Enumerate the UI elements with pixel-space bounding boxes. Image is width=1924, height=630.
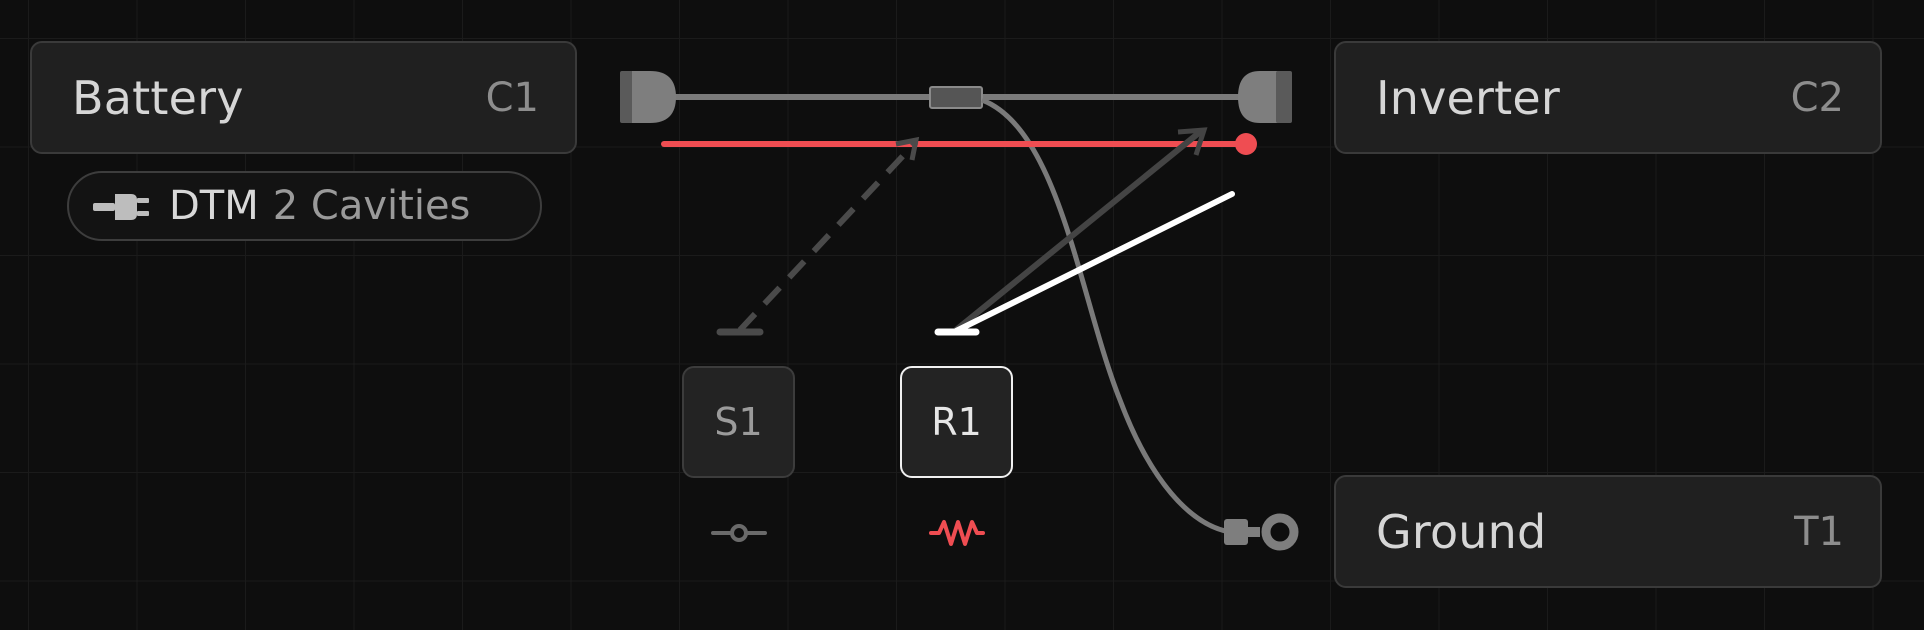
wire-red-endpoint[interactable]: [1235, 133, 1257, 155]
connector-plug-right-icon[interactable]: [1238, 71, 1292, 123]
component-label: R1: [931, 400, 982, 444]
wire-r1-selected[interactable]: [953, 191, 1235, 334]
wire-s1-dashed[interactable]: [737, 139, 919, 333]
component-r1-selected[interactable]: R1: [900, 366, 1013, 478]
node-tag: C2: [1790, 74, 1844, 121]
resistor-icon: [929, 520, 985, 546]
ring-terminal-icon[interactable]: [1224, 513, 1299, 551]
arrow-head-s1: [895, 136, 920, 161]
terminal-node-ground[interactable]: Ground T1: [1334, 475, 1882, 588]
wire-r1-inverter[interactable]: [954, 129, 1202, 333]
cavity-count: 2 Cavities: [272, 183, 471, 229]
node-tag: C1: [485, 74, 539, 121]
arrow-head-r1: [1177, 127, 1208, 156]
wire-splice-ground[interactable]: [981, 97, 1231, 535]
connector-type-label: DTM: [169, 183, 259, 229]
connector-node-battery[interactable]: Battery C1: [30, 41, 577, 154]
plug-icon: [93, 194, 149, 220]
connector-node-inverter[interactable]: Inverter C2: [1334, 41, 1882, 154]
component-label: S1: [714, 400, 763, 444]
connector-plug-left-icon[interactable]: [620, 71, 676, 123]
connector-type-pill[interactable]: DTM 2 Cavities: [67, 171, 542, 241]
switch-icon: [711, 524, 767, 542]
node-title: Battery: [72, 70, 244, 125]
splice[interactable]: [929, 86, 983, 109]
node-title: Ground: [1376, 504, 1547, 559]
node-tag: T1: [1794, 508, 1844, 555]
component-s1[interactable]: S1: [682, 366, 795, 478]
node-title: Inverter: [1376, 70, 1561, 125]
